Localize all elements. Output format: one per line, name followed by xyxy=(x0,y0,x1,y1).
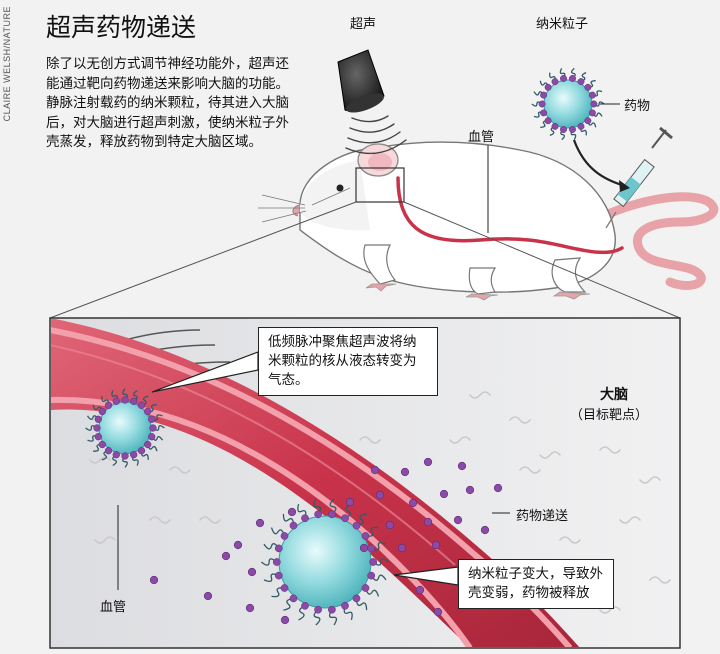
credit-text: CLAIRE WELSH/NATURE xyxy=(2,6,12,122)
label-drug-delivery: 药物递送 xyxy=(516,509,569,524)
label-blood-vessel-top: 血管 xyxy=(468,130,495,145)
label-blood-vessel-bottom: 血管 xyxy=(100,600,127,615)
label-brain-sub: （目标靶点） xyxy=(570,408,649,423)
syringe-icon xyxy=(605,126,673,229)
label-ultrasound: 超声 xyxy=(350,17,377,32)
target-box xyxy=(355,167,405,203)
page-title: 超声药物递送 xyxy=(46,13,197,42)
mouse-tail xyxy=(580,192,719,290)
description-text: 除了以无创方式调节神经功能外，超声还能通过靶向药物递送来影响大脑的功能。静脉注射… xyxy=(46,56,289,150)
label-drug: 药物 xyxy=(624,99,651,114)
mouse-blood-vessel xyxy=(396,176,624,255)
mouse-eye xyxy=(336,184,344,192)
ultrasound-waves xyxy=(345,115,407,155)
label-nanoparticle: 纳米粒子 xyxy=(536,17,589,32)
nanoparticle-small xyxy=(85,388,165,468)
ultrasound-probe-icon xyxy=(337,49,385,113)
panel-blood-vessel xyxy=(51,319,580,647)
label-brain: 大脑 xyxy=(600,387,628,403)
released-drug-dots xyxy=(149,457,503,625)
callout-particle-enlarge: 纳米粒子变大，导致外壳变弱，药物被释放 xyxy=(458,559,614,609)
nanoparticle-top xyxy=(531,67,605,141)
nanoparticle-large xyxy=(260,498,390,626)
callout-ultrasound-pulse: 低频脉冲聚焦超声波将纳米颗粒的核从液态转变为气态。 xyxy=(258,327,438,396)
